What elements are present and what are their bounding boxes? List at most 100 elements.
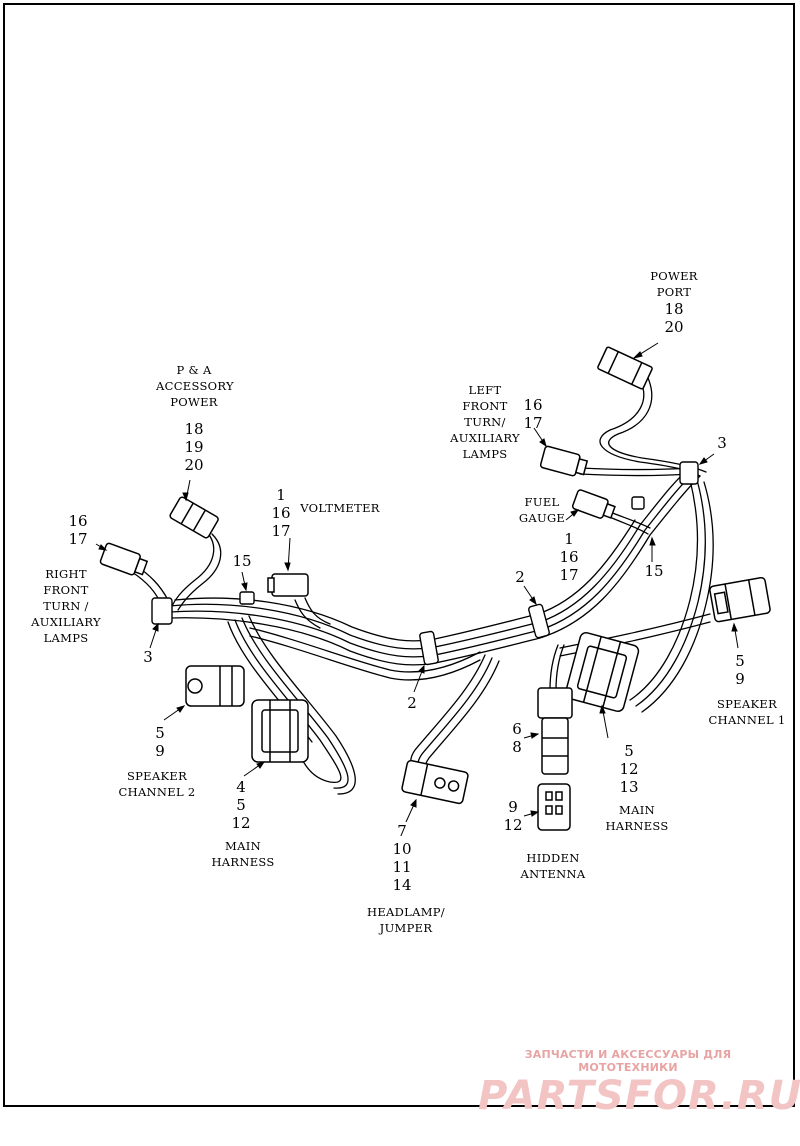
label-fuel-gauge-numbers: 1 16 17: [552, 530, 586, 584]
caption: GAUGE: [518, 511, 566, 525]
label-main-harness-left-numbers: 4 5 12: [224, 778, 258, 832]
label-speaker-ch1-numbers: 5 9: [728, 652, 752, 688]
part-number: 19: [184, 438, 204, 456]
watermark-logo: PARTSFOR.RU: [478, 1073, 800, 1119]
harness-voltmeter-branch: [294, 597, 331, 629]
part-number: 16: [559, 548, 579, 566]
harness-right-branch: [559, 479, 714, 713]
caption: POWER: [170, 395, 218, 409]
label-hidden-antenna-numbers: 9 12: [500, 798, 526, 834]
label-speaker-ch2-numbers: 5 9: [146, 724, 174, 760]
part-number: 17: [523, 414, 543, 432]
main-harness-left-connector: [251, 699, 309, 763]
label-pa-accessory-power: P & A ACCESSORY POWER 18 19 20: [156, 362, 234, 474]
callout-3-lower: 3: [138, 648, 158, 666]
label-connector-6-8: 6 8: [506, 720, 528, 756]
power-port-connector: [597, 346, 653, 390]
hidden-antenna-connector: [537, 783, 571, 831]
clip-15-left: [239, 591, 255, 605]
voltmeter-connector: [267, 573, 309, 597]
watermark: ЗАПЧАСТИ И АКСЕССУАРЫ ДЛЯ МОТОТЕХНИКИ PA…: [478, 1048, 800, 1119]
part-number: 12: [619, 760, 639, 778]
part-number: 12: [503, 816, 523, 834]
harness-left-turn-branch: [579, 467, 693, 477]
label-voltmeter-numbers: 1 16 17: [264, 486, 298, 540]
caption: P & A: [176, 363, 212, 377]
speaker-ch2-connector: [185, 665, 245, 707]
part-number: 10: [392, 840, 412, 858]
part-number: 14: [392, 876, 412, 894]
label-main-harness-left: MAIN HARNESS: [206, 838, 280, 870]
label-left-front-turn: LEFT FRONT TURN/ AUXILIARY LAMPS: [450, 382, 520, 462]
callout-15-left: 15: [228, 552, 256, 570]
caption: MAIN: [225, 839, 261, 853]
part-number: 1: [564, 530, 574, 548]
watermark-tagline: ЗАПЧАСТИ И АКСЕССУАРЫ ДЛЯ МОТОТЕХНИКИ: [524, 1048, 732, 1074]
part-number: 17: [68, 530, 88, 548]
part-number: 16: [523, 396, 543, 414]
caption: ANTENNA: [520, 867, 586, 881]
main-harness-right-connector: [564, 631, 640, 713]
caption: SPEAKER: [716, 697, 778, 711]
clip-2-right: [528, 603, 550, 639]
callout-15-right: 15: [640, 562, 668, 580]
part-number: 5: [155, 724, 165, 742]
part-number: 5: [624, 742, 634, 760]
caption: HIDDEN: [526, 851, 580, 865]
part-number: 1: [276, 486, 286, 504]
caption: HEADLAMP/: [367, 905, 445, 919]
caption: CHANNEL 2: [118, 785, 196, 799]
label-power-port: POWER PORT 18 20: [636, 268, 712, 336]
caption: RIGHT: [45, 567, 87, 581]
pa-accessory-connector: [169, 496, 219, 539]
page-frame: [3, 3, 795, 1107]
caption: TURN/: [464, 415, 506, 429]
part-number: 5: [735, 652, 745, 670]
part-number: 18: [664, 300, 684, 318]
part-number: 9: [735, 670, 745, 688]
label-headlamp-jumper: HEADLAMP/ JUMPER: [364, 904, 448, 936]
harness-antenna-branch: [549, 644, 565, 691]
caption: FRONT: [462, 399, 508, 413]
part-number: 6: [512, 720, 522, 738]
part-number: 15: [644, 562, 664, 580]
part-number: 16: [68, 512, 88, 530]
part-number: 3: [143, 648, 153, 666]
callout-2-left: 2: [402, 694, 422, 712]
label-voltmeter: VOLTMETER: [298, 500, 382, 516]
part-number: 16: [271, 504, 291, 522]
caption: ACCESSORY: [156, 379, 234, 393]
part-number: 18: [184, 420, 204, 438]
harness-power-port-branch: [599, 377, 707, 477]
part-number: 13: [619, 778, 639, 796]
caption: LEFT: [468, 383, 502, 397]
caption: HARNESS: [211, 855, 275, 869]
part-number: 2: [407, 694, 417, 712]
caption: JUMPER: [379, 921, 433, 935]
part-number: 11: [392, 858, 412, 876]
part-number: 20: [664, 318, 684, 336]
headlamp-jumper-connector: [401, 759, 469, 805]
caption: FRONT: [43, 583, 89, 597]
clip-2-left: [419, 630, 439, 666]
part-number: 9: [155, 742, 165, 760]
part-number: 3: [717, 434, 727, 452]
harness-fuel-gauge-branch: [609, 511, 651, 535]
caption: POWER: [650, 269, 698, 283]
caption: CHANNEL 1: [708, 713, 786, 727]
callout-3-upper: 3: [710, 434, 734, 452]
caption: AUXILIARY: [450, 431, 520, 445]
caption: MAIN: [619, 803, 655, 817]
part-number: 4: [236, 778, 246, 796]
speaker-ch1-connector: [709, 576, 771, 623]
harness-headlamp-branch: [410, 654, 500, 781]
caption: HARNESS: [605, 819, 669, 833]
harness-pa-branch: [171, 529, 222, 611]
caption: LAMPS: [43, 631, 89, 645]
caption: FUEL: [524, 495, 560, 509]
part-number: 8: [512, 738, 522, 756]
label-headlamp-jumper-numbers: 7 10 11 14: [386, 822, 418, 894]
right-front-turn-connector: [99, 542, 149, 576]
part-number: 17: [271, 522, 291, 540]
